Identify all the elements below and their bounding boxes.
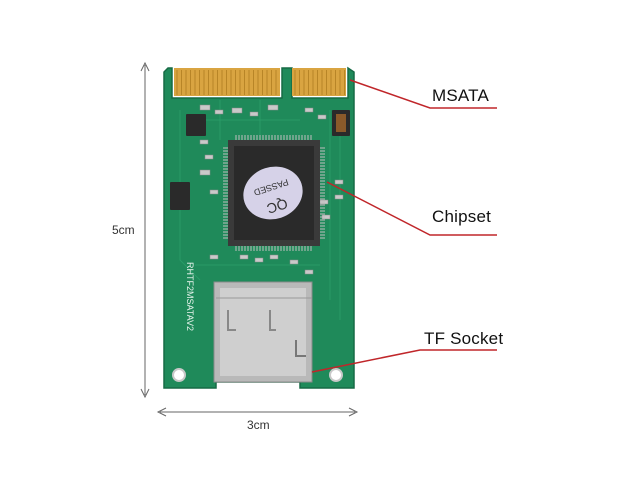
capacitor-body: [336, 114, 346, 132]
regulator-chip: [170, 182, 190, 210]
mounting-hole: [172, 368, 186, 382]
sticker-qc-text: QC: [265, 195, 290, 217]
tf-socket: [213, 281, 313, 383]
chipset: PASSED QC: [223, 135, 325, 251]
tf-socket-callout-line: [311, 349, 497, 373]
inductor: [186, 114, 206, 136]
height-label: 5cm: [112, 223, 135, 237]
msata-label: MSATA: [432, 86, 490, 105]
width-label: 3cm: [247, 418, 270, 432]
width-dimension-line: [156, 407, 359, 417]
chipset-label: Chipset: [432, 207, 492, 226]
chipset-callout-line: [326, 181, 497, 236]
tf-socket-label: TF Socket: [424, 329, 504, 348]
msata-callout-line: [349, 79, 497, 109]
silkscreen-model: RHTF2MSATAV2: [185, 262, 195, 331]
height-dimension-line: [140, 61, 150, 399]
msata-gold-contacts: [174, 68, 346, 96]
qc-passed-sticker: [243, 166, 303, 220]
mounting-hole: [329, 368, 343, 382]
